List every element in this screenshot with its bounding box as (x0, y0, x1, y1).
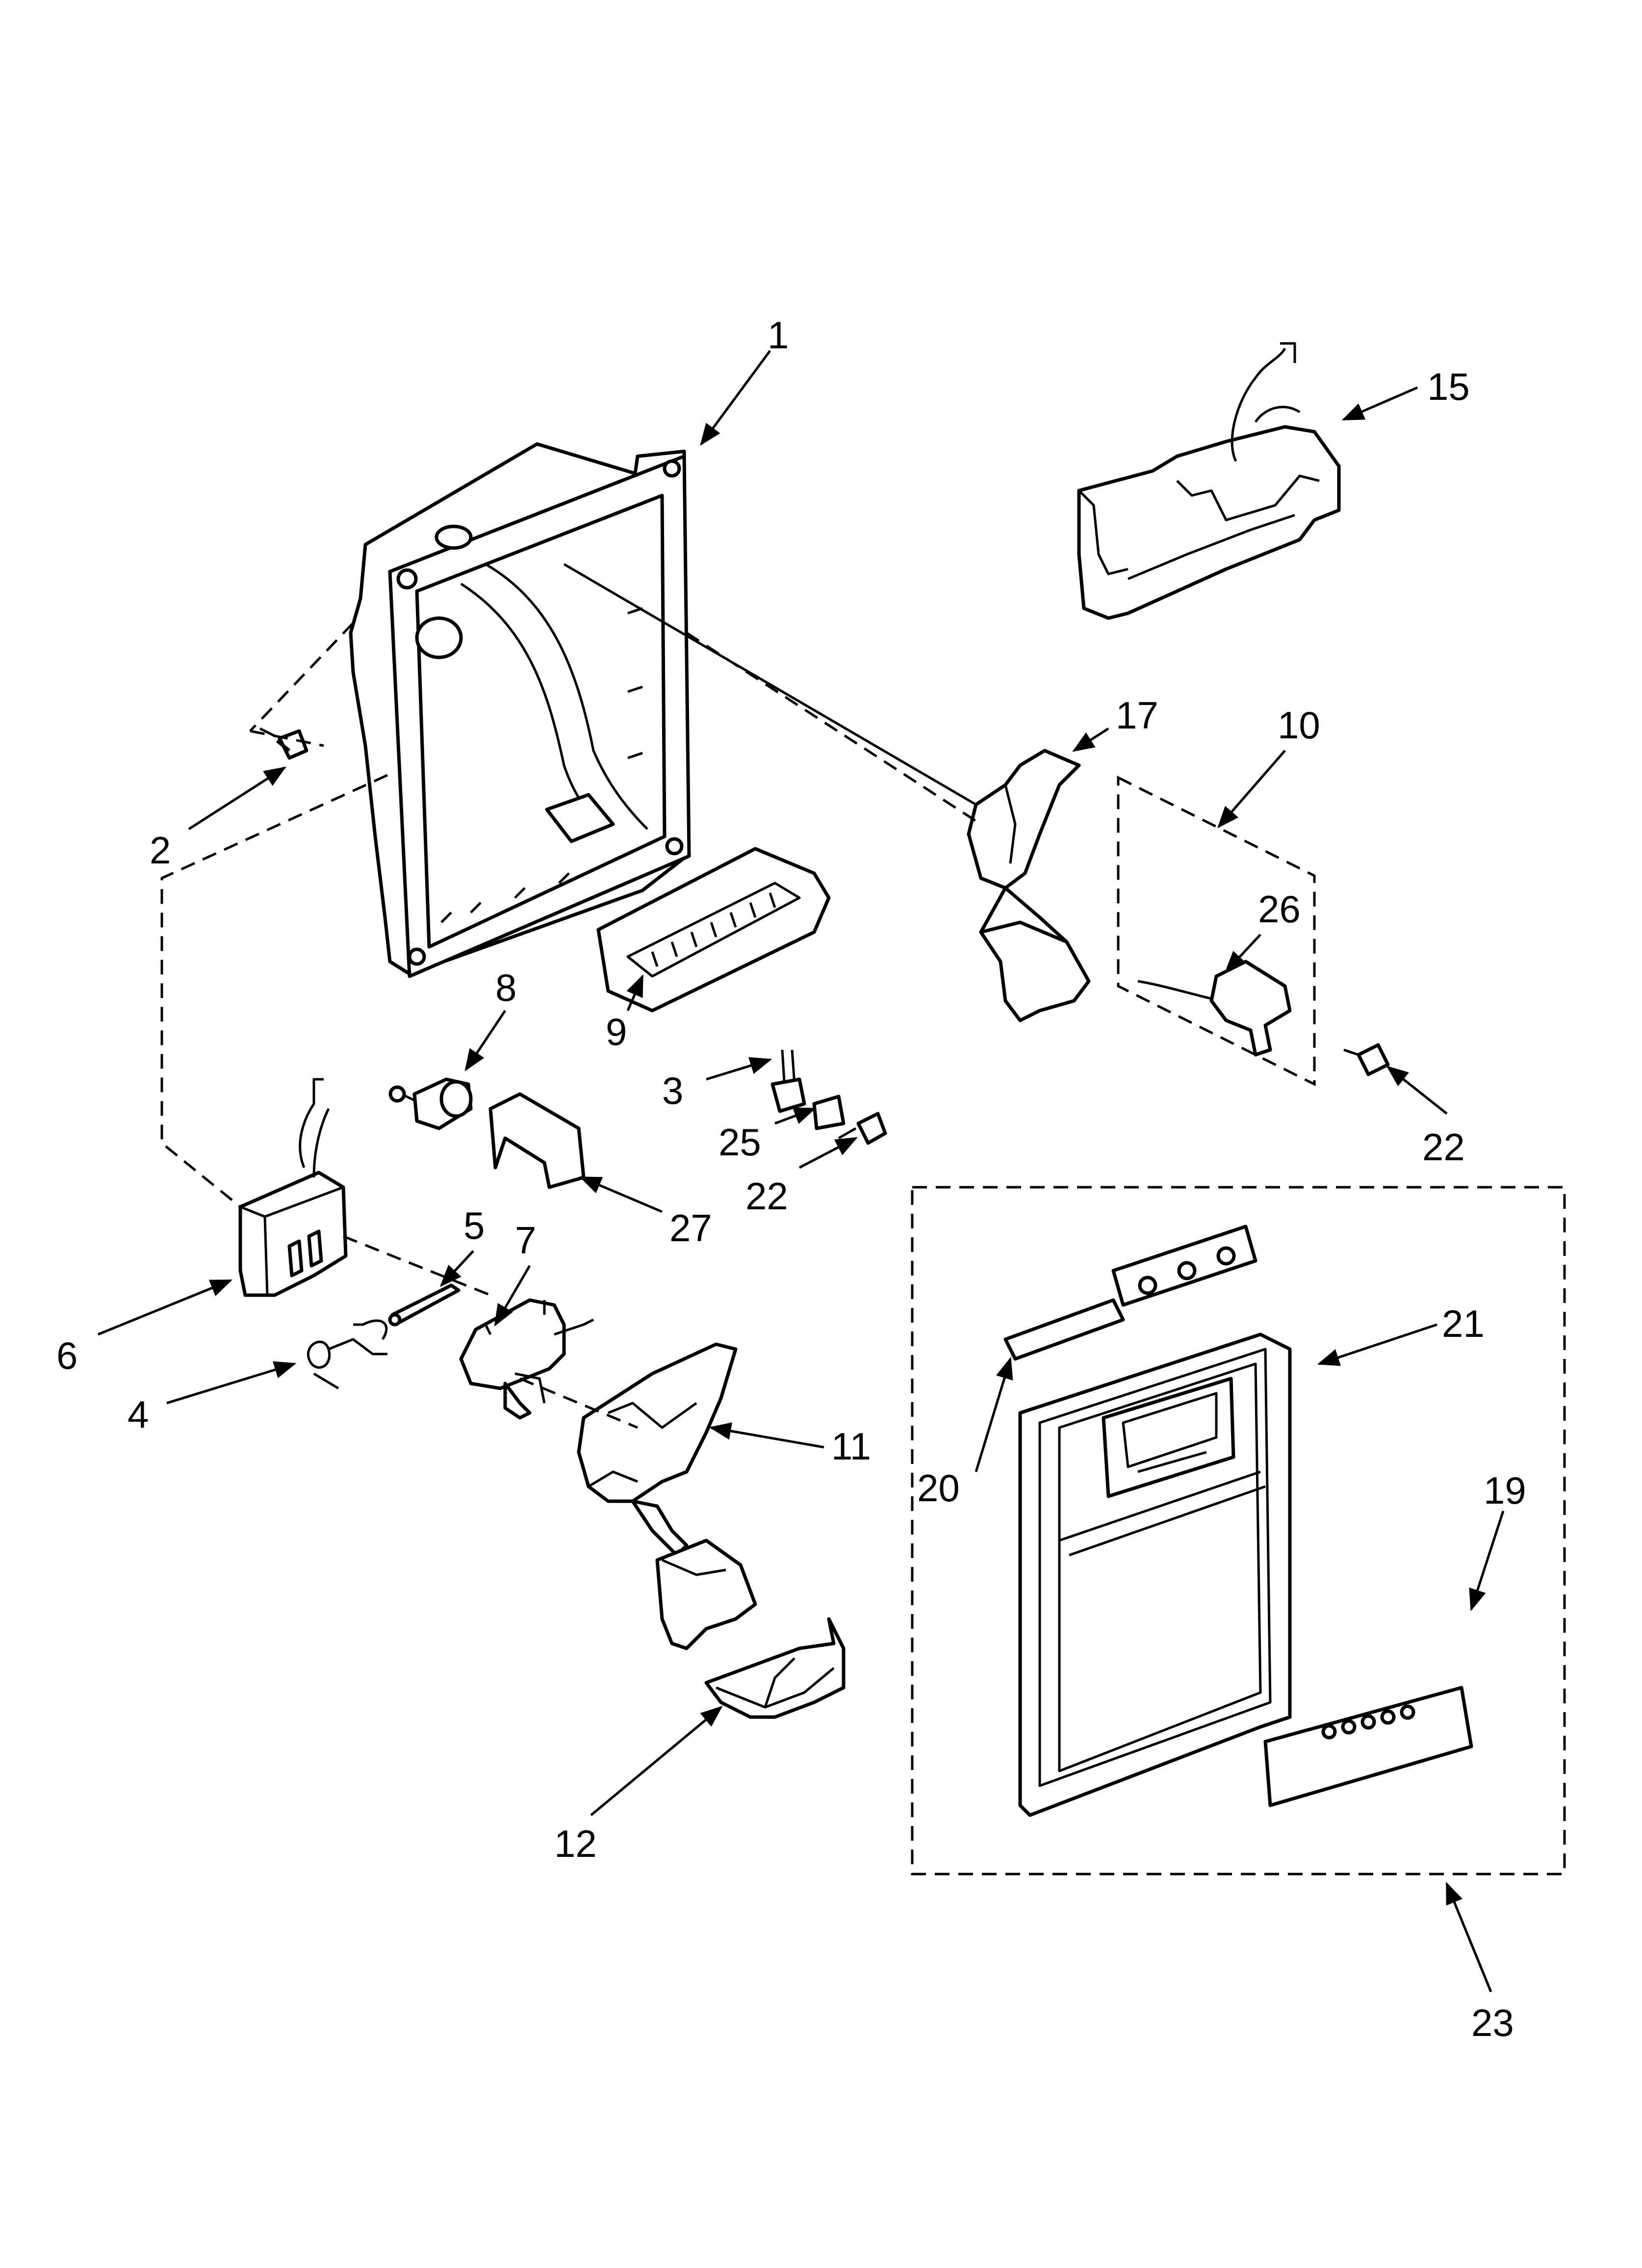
part-9-chute-bracket (596, 847, 831, 1013)
callout-3: 3 (662, 1069, 683, 1112)
part-11-lever-arm (577, 1342, 757, 1650)
part-4-spring (307, 1319, 388, 1390)
part-2-screw (259, 727, 308, 760)
part-22-screw-center (838, 1112, 887, 1145)
callout-23: 23 (1471, 2001, 1514, 2044)
part-5-pin (388, 1283, 461, 1327)
leader-arrows (98, 350, 1505, 1992)
callout-8: 8 (495, 966, 516, 1009)
callout-11: 11 (831, 1425, 871, 1468)
part-19-control-overlay (1263, 1686, 1473, 1807)
callout-20: 20 (917, 1466, 960, 1510)
callout-2: 2 (150, 829, 171, 872)
part-20-display-board (1003, 1225, 1257, 1361)
callout-4: 4 (128, 1393, 149, 1436)
callout-labels: 1 2 3 4 5 6 7 8 9 10 11 12 15 17 19 20 2… (56, 313, 1526, 2044)
callout-7: 7 (515, 1219, 536, 1262)
part-23-group-box (911, 1186, 1566, 1876)
part-27-cover (488, 1092, 586, 1189)
alignment-lines (160, 563, 982, 1429)
callout-6: 6 (56, 1334, 77, 1377)
part-22-screw-right (1343, 1043, 1390, 1076)
callout-10: 10 (1278, 704, 1320, 747)
callout-5: 5 (463, 1204, 485, 1247)
callout-15: 15 (1427, 365, 1470, 408)
callout-19: 19 (1484, 1469, 1526, 1512)
part-17-actuator-arm (967, 749, 1091, 1022)
callout-26: 26 (1258, 887, 1301, 931)
callout-17: 17 (1116, 694, 1158, 737)
callout-27: 27 (669, 1206, 712, 1250)
part-6-switch-housing (238, 1078, 348, 1297)
part-10-group-box (1117, 775, 1316, 1087)
part-8-plunger (388, 1077, 473, 1130)
part-7-solenoid (459, 1298, 594, 1420)
part-21-front-panel (1018, 1332, 1292, 1817)
part-25-tab (812, 1095, 846, 1130)
callout-22-right: 22 (1422, 1125, 1465, 1169)
part-3-clip (770, 1049, 806, 1113)
part-12-funnel (704, 1617, 846, 1719)
callout-25: 25 (718, 1121, 761, 1164)
callout-12: 12 (554, 1822, 597, 1865)
callout-1: 1 (768, 313, 789, 357)
callout-22-center: 22 (745, 1174, 788, 1218)
part-15-control-bracket (1077, 342, 1341, 620)
callout-9: 9 (606, 1010, 627, 1053)
part-26-switch-arm (1137, 960, 1292, 1057)
part-1-dispenser-housing (349, 442, 691, 978)
callout-21: 21 (1442, 1302, 1485, 1345)
